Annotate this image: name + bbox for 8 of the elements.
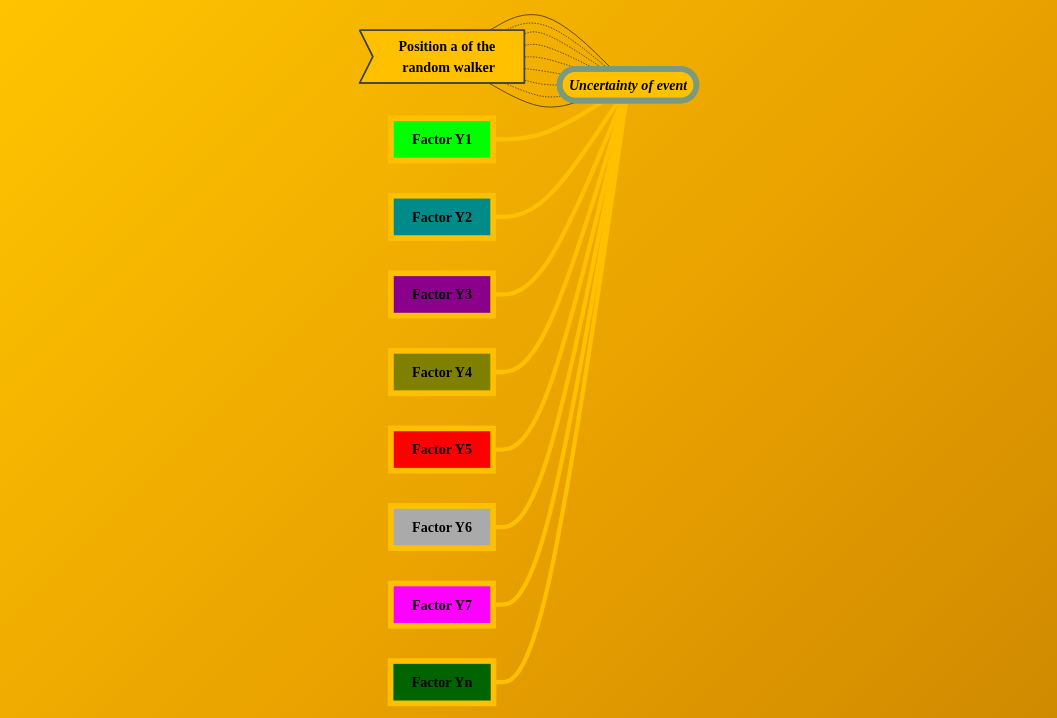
node-box: Factor Y7 [388,580,497,629]
node-box: Factor Yn [388,658,497,707]
node-box: Factor Y1 [388,115,497,164]
node-box: Factor Y4 [388,348,497,396]
node-box: Factor Y3 [388,270,497,319]
node-box: Factor Y5 [388,425,497,474]
node-box: Factor Y6 [388,503,497,552]
node-box: Factor Y2 [388,193,497,241]
